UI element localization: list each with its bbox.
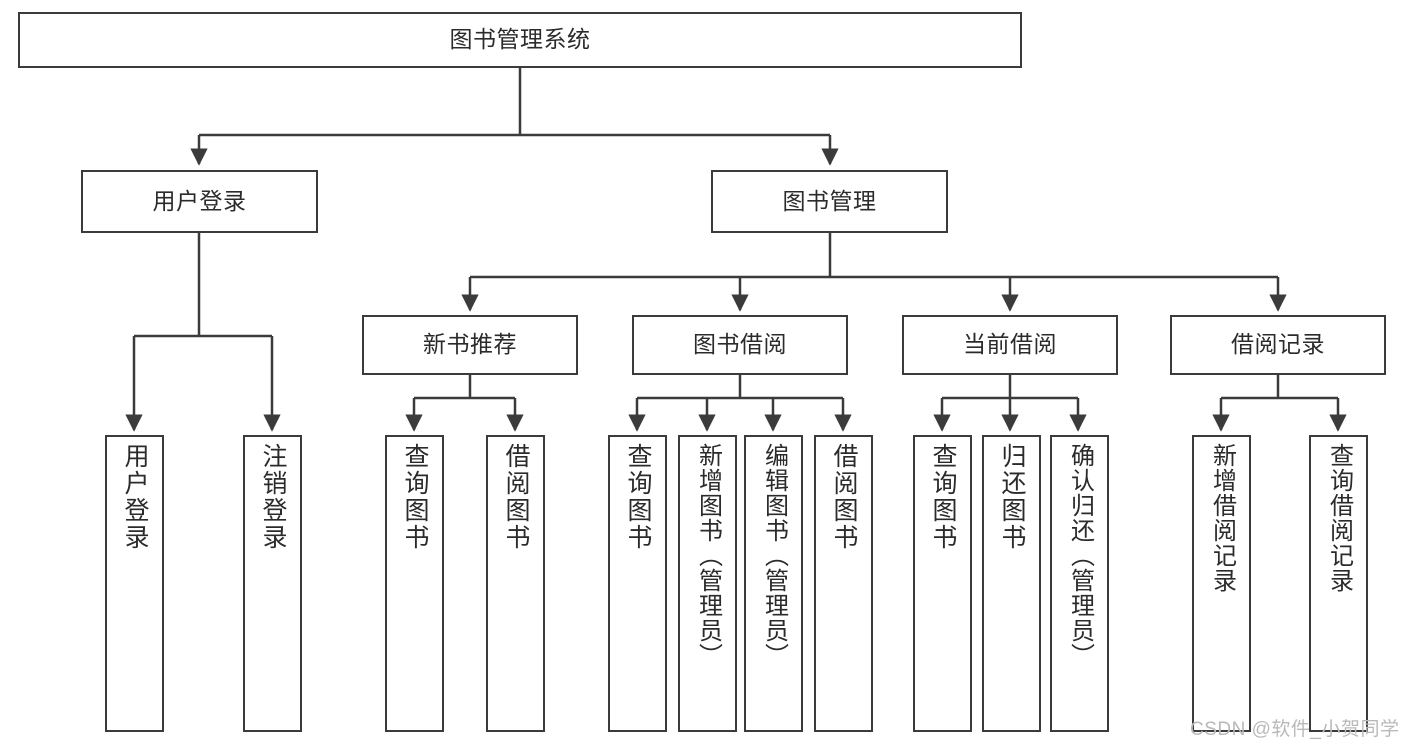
node-leaf-user-login[interactable]: 用户登录 (105, 435, 164, 732)
node-book-borrow[interactable]: 图书借阅 (632, 315, 848, 375)
node-book-borrow-label: 图书借阅 (693, 331, 787, 358)
node-book-management-label: 图书管理 (782, 187, 877, 214)
node-leaf-return-book-label: 归还图书 (998, 443, 1026, 551)
node-leaf-add-borrow-record-label: 新增借阅记录 (1208, 443, 1236, 593)
node-leaf-query-book[interactable]: 查询图书 (608, 435, 667, 732)
node-leaf-confirm-return-admin[interactable]: 确认归还（管理员） (1050, 435, 1109, 732)
node-leaf-confirm-return-admin-label: 确认归还（管理员） (1066, 443, 1094, 668)
node-current-borrow-label: 当前借阅 (963, 331, 1057, 358)
node-leaf-add-borrow-record[interactable]: 新增借阅记录 (1192, 435, 1251, 732)
node-leaf-logout[interactable]: 注销登录 (243, 435, 302, 732)
node-new-book-recommend-label: 新书推荐 (423, 331, 517, 358)
node-user-login[interactable]: 用户登录 (81, 170, 318, 233)
node-leaf-query-book-label: 查询图书 (624, 443, 652, 551)
node-leaf-query-borrow-record[interactable]: 查询借阅记录 (1309, 435, 1368, 732)
node-leaf-edit-book-admin[interactable]: 编辑图书（管理员） (744, 435, 803, 732)
node-leaf-add-book-admin-label: 新增图书（管理员） (694, 443, 722, 668)
node-leaf-query-book-recommend-label: 查询图书 (401, 443, 429, 551)
node-leaf-borrow-book-recommend[interactable]: 借阅图书 (486, 435, 545, 732)
node-leaf-add-book-admin[interactable]: 新增图书（管理员） (678, 435, 737, 732)
node-leaf-logout-label: 注销登录 (259, 443, 287, 551)
node-leaf-borrow-book-label: 借阅图书 (830, 443, 858, 551)
node-leaf-edit-book-admin-label: 编辑图书（管理员） (760, 443, 788, 668)
watermark: CSDN @软件_小贺同学 (1190, 719, 1400, 740)
node-root-label: 图书管理系统 (449, 26, 591, 53)
node-borrow-record[interactable]: 借阅记录 (1170, 315, 1386, 375)
node-current-borrow[interactable]: 当前借阅 (902, 315, 1118, 375)
node-borrow-record-label: 借阅记录 (1231, 331, 1325, 358)
node-leaf-borrow-book[interactable]: 借阅图书 (814, 435, 873, 732)
node-user-login-label: 用户登录 (152, 187, 247, 214)
node-root[interactable]: 图书管理系统 (18, 12, 1022, 68)
node-book-management[interactable]: 图书管理 (711, 170, 948, 233)
node-leaf-query-book-recommend[interactable]: 查询图书 (385, 435, 444, 732)
node-leaf-return-book[interactable]: 归还图书 (982, 435, 1041, 732)
node-leaf-query-book-current-label: 查询图书 (929, 443, 957, 551)
node-leaf-user-login-label: 用户登录 (121, 443, 149, 551)
node-leaf-query-book-current[interactable]: 查询图书 (913, 435, 972, 732)
node-leaf-borrow-book-recommend-label: 借阅图书 (502, 443, 530, 551)
node-new-book-recommend[interactable]: 新书推荐 (362, 315, 578, 375)
node-leaf-query-borrow-record-label: 查询借阅记录 (1325, 443, 1353, 593)
